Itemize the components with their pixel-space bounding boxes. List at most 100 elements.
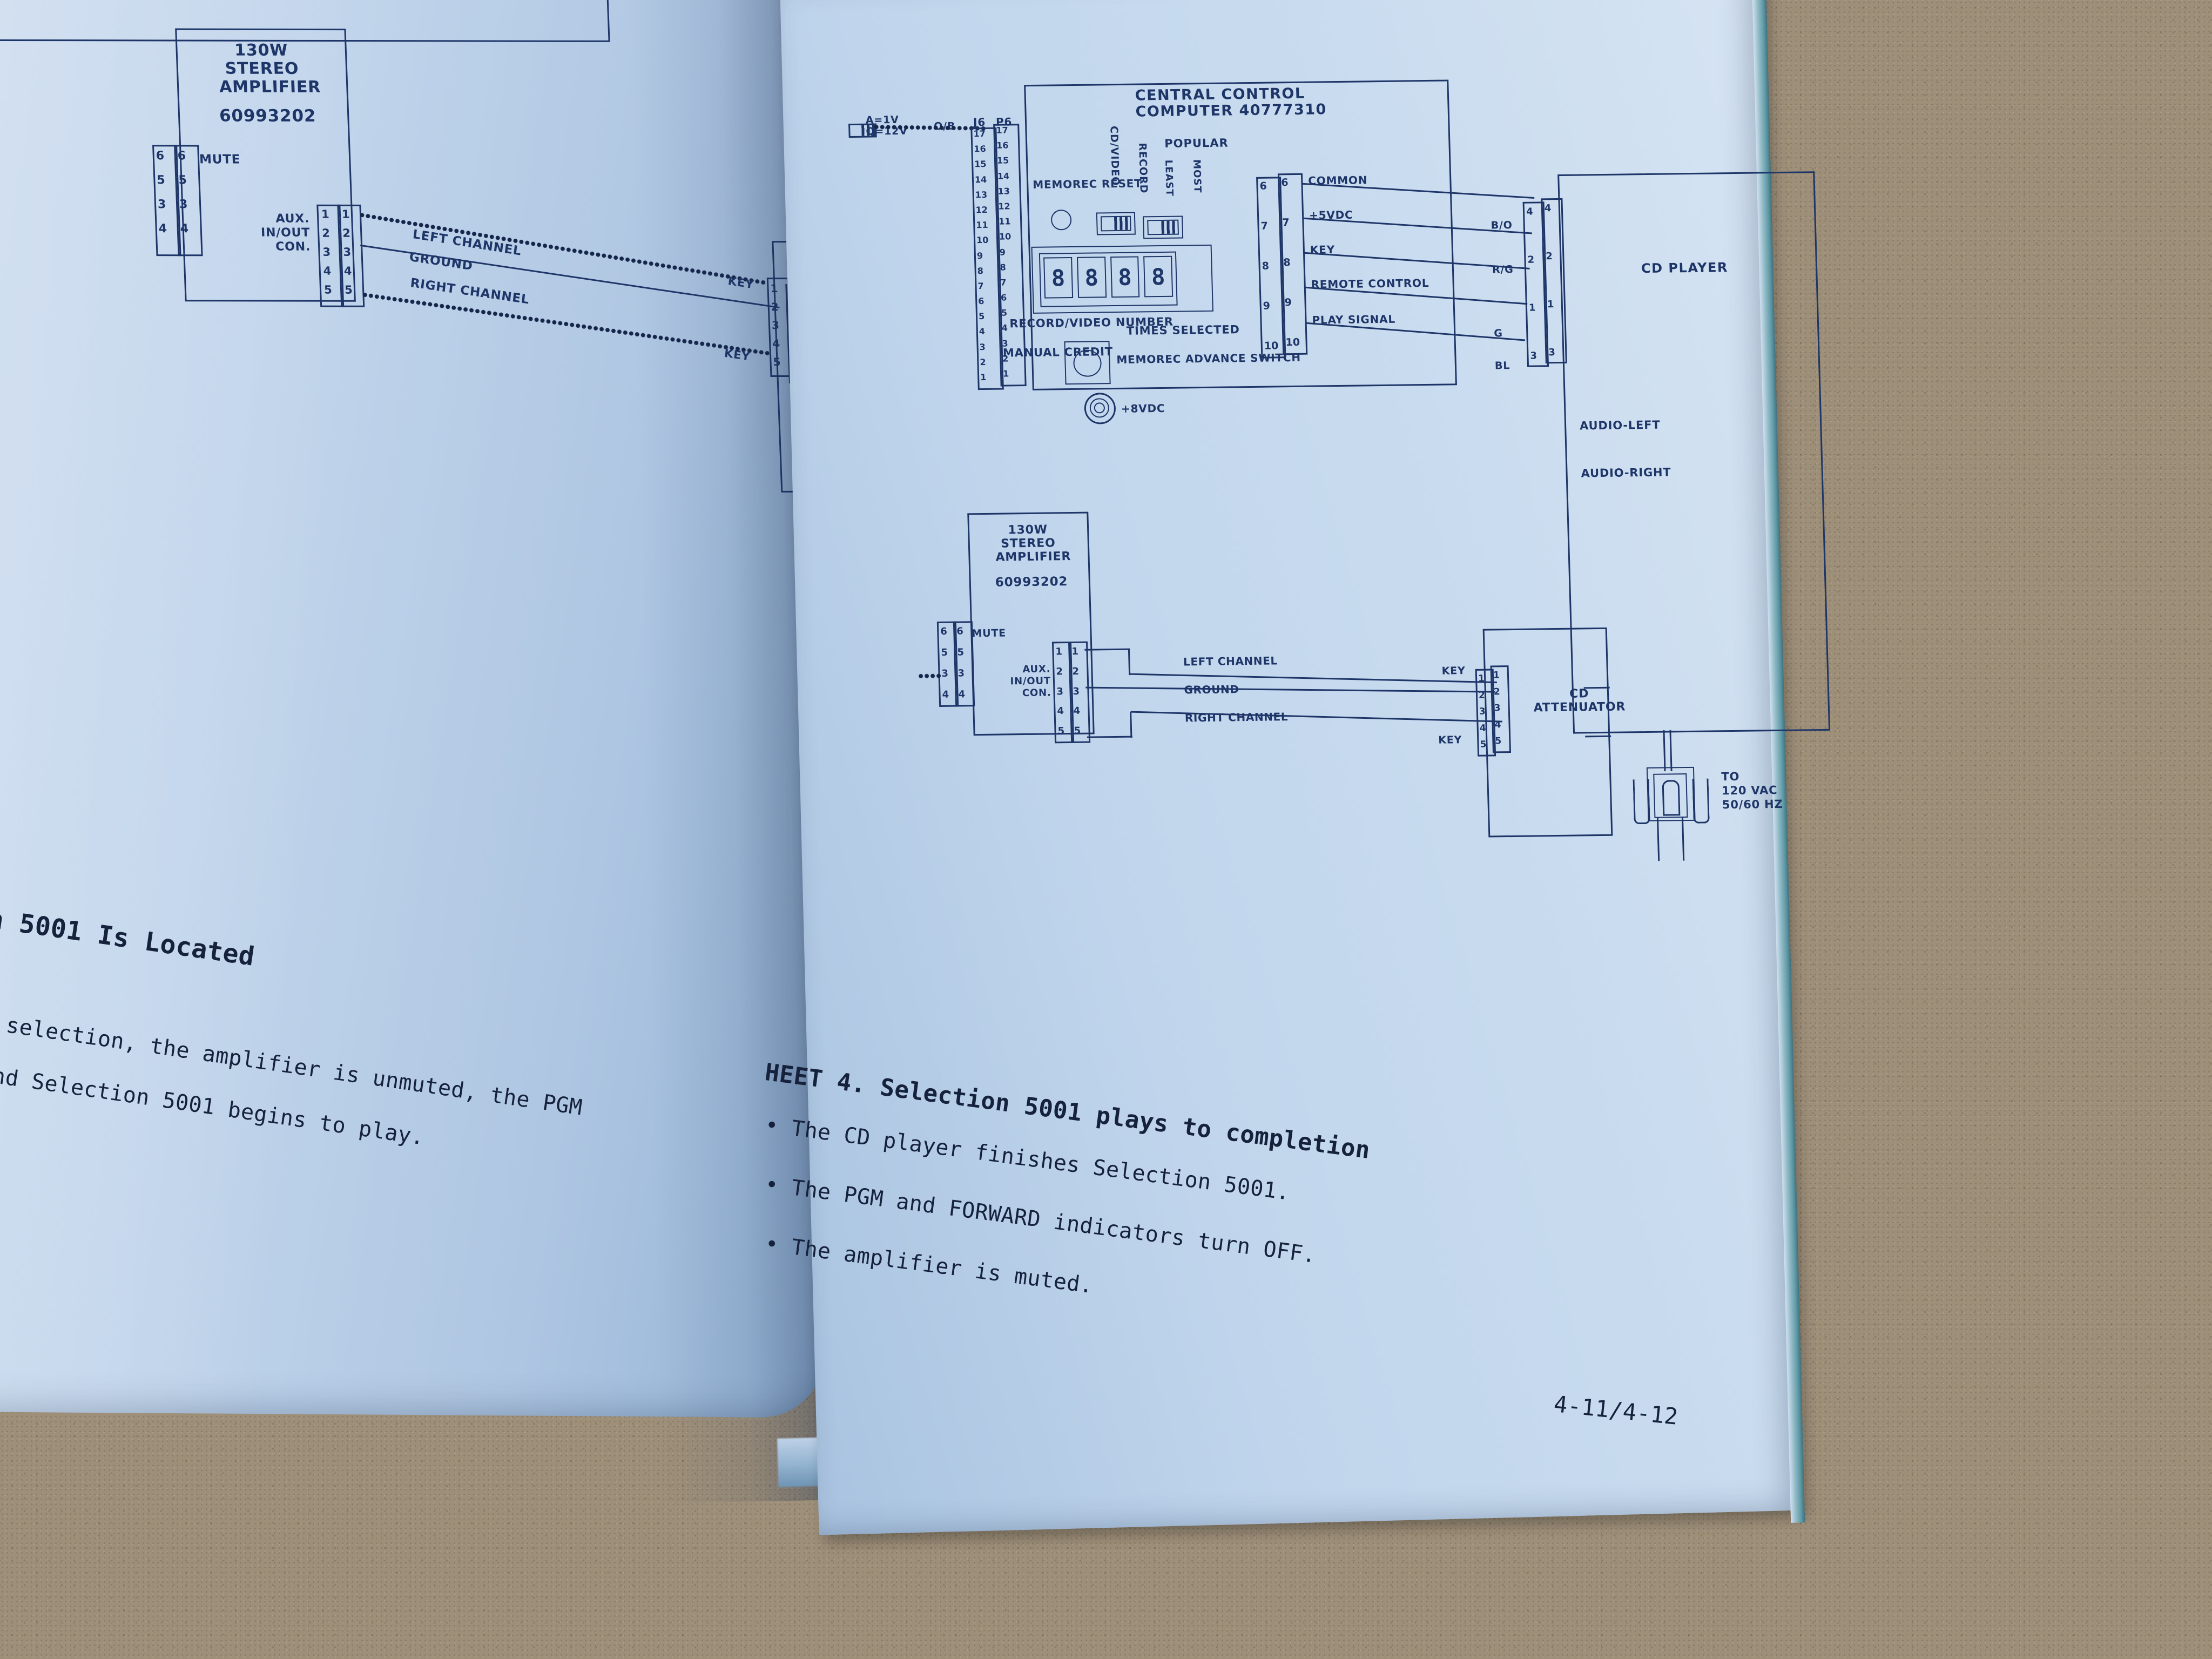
right-aux-label-3: CON. — [1022, 687, 1051, 699]
r-right-chan-stub — [1087, 736, 1132, 738]
pin: 3 — [179, 198, 188, 212]
audio-right-link — [1585, 735, 1611, 738]
pin: 2 — [321, 226, 331, 240]
right-8vdc-jack-inner — [1094, 402, 1105, 414]
pin: 17 — [973, 128, 986, 139]
right-amp-title-1: 130W — [1008, 523, 1048, 537]
left-amp-title-3: AMPLIFIER — [219, 77, 321, 97]
pin: 13 — [975, 189, 988, 200]
pin: 16 — [974, 144, 986, 154]
popular-dip-switch[interactable] — [1147, 219, 1179, 235]
pin: 1 — [1071, 645, 1079, 657]
pin: 1 — [341, 207, 350, 221]
pin: 6 — [1259, 180, 1267, 192]
pin: 14 — [974, 174, 987, 185]
pin: 1 — [1528, 302, 1536, 314]
pin: 3 — [979, 341, 986, 352]
pin: 10 — [1285, 336, 1300, 349]
central-control-title-2: COMPUTER 40777310 — [1135, 101, 1327, 120]
left-ground-label: GROUND — [408, 249, 474, 274]
pin: 3 — [1073, 685, 1080, 697]
wire-color-code: R/G — [1492, 264, 1514, 276]
memorec-reset-label: MEMOREC RESET — [1032, 177, 1142, 191]
pin: 4 — [1073, 705, 1081, 717]
times-selected-label: TIMES SELECTED — [1126, 323, 1240, 338]
pin: 2 — [342, 226, 351, 240]
cd-video-dip-switch[interactable] — [1100, 215, 1131, 232]
left-mute-pins-a: 6 5 3 4 — [156, 149, 175, 235]
pin: 1 — [321, 207, 330, 221]
pin: 6 — [1000, 292, 1007, 303]
pin: 10 — [1264, 340, 1279, 352]
r-left-chan-stub — [1084, 648, 1130, 651]
pin: 6 — [978, 296, 984, 307]
pin: 4 — [942, 689, 949, 700]
left-mute-label: MUTE — [199, 152, 241, 167]
r-key-label-top: KEY — [1441, 665, 1466, 677]
pin: 15 — [996, 155, 1009, 166]
pin: 2 — [1546, 251, 1553, 262]
left-key-label-top: KEY — [727, 274, 755, 292]
pin: 8 — [1283, 257, 1291, 269]
right-aux-label-1: AUX. — [1022, 663, 1051, 676]
ob-terminal-icon — [848, 123, 877, 138]
pin: 4 — [343, 264, 352, 278]
pin: 6 — [156, 149, 165, 163]
least-label: LEAST — [1163, 159, 1176, 197]
wire-color-code: B/O — [1491, 219, 1513, 232]
pin: 1 — [1002, 368, 1009, 379]
pin: 8 — [1000, 262, 1006, 273]
pin: 11 — [976, 220, 988, 231]
pin: 2 — [1056, 665, 1063, 678]
left-page-wiring-diagram: MEMOREC ADVANCE SWITCH +8VDC 10 10 REMOT… — [0, 0, 914, 811]
pin: 4 — [158, 222, 167, 236]
pin: 5 — [1057, 725, 1065, 737]
pin: 1 — [1055, 646, 1063, 658]
right-8vdc-label: +8VDC — [1121, 401, 1165, 415]
audio-left-label: AUDIO-LEFT — [1579, 418, 1661, 433]
pin: 15 — [974, 159, 987, 170]
pin: 8 — [1262, 260, 1270, 272]
audio-right-label: AUDIO-RIGHT — [1581, 466, 1671, 480]
r-ground-run — [1085, 686, 1495, 693]
pin: 5 — [1001, 307, 1008, 318]
right-amp-part-number: 60993202 — [995, 575, 1068, 590]
pin: 7 — [1000, 277, 1007, 288]
left-amp-title-1: 130W — [234, 41, 288, 60]
pin: 4 — [958, 689, 966, 700]
pin: 13 — [997, 186, 1010, 197]
pin: 6 — [1281, 177, 1289, 189]
pin: 10 — [999, 231, 1011, 242]
pin: 4 — [979, 326, 986, 337]
power-label-2: 120 VAC — [1721, 784, 1778, 798]
left-aux-label-2: IN/OUT — [260, 226, 311, 240]
memorec-reset-button[interactable] — [1050, 210, 1072, 231]
pin: 7 — [977, 280, 984, 292]
pin: 9 — [976, 250, 983, 261]
wire-color-code: BL — [1494, 360, 1510, 372]
left-aux-label-1: AUX. — [275, 212, 310, 226]
pin: 16 — [996, 140, 1009, 151]
pin: 3 — [343, 245, 352, 259]
bullet-glyph: • — [764, 1112, 780, 1139]
pin: 4 — [323, 264, 332, 278]
pin: 5 — [1074, 725, 1081, 737]
cd-player-title: CD PLAYER — [1641, 260, 1729, 276]
right-mute-label: MUTE — [972, 627, 1007, 640]
bullet-glyph: • — [764, 1231, 780, 1258]
left-mute-pins-b: 6 5 3 4 — [177, 149, 197, 235]
left-aux-label-3: CON. — [275, 240, 311, 254]
pin: 3 — [1056, 685, 1064, 697]
power-plug-ground-pin — [1662, 780, 1681, 816]
pin: 4 — [1057, 705, 1064, 717]
wire-color-code: G — [1494, 327, 1503, 340]
pin: 5 — [344, 283, 353, 296]
pin: 4 — [1544, 203, 1552, 214]
power-plug-prong-left — [1633, 779, 1650, 825]
audio-left-link — [1583, 686, 1610, 689]
pin: 5 — [323, 283, 333, 296]
pin: 12 — [998, 201, 1010, 212]
pin: 12 — [975, 204, 988, 215]
pin: 2 — [1072, 665, 1080, 677]
